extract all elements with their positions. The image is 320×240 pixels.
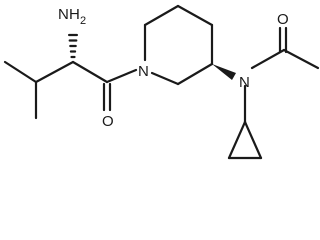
piperidine-ring xyxy=(143,4,214,86)
amine-hydrogen-count: 2 xyxy=(80,15,86,27)
atom-label-ring-nitrogen: N xyxy=(138,63,149,80)
bold-wedge-bond xyxy=(212,64,236,80)
atom-label-oxygen-right: O xyxy=(277,11,289,28)
hashed-wedge-bond xyxy=(67,33,79,59)
cyclopropyl-ring xyxy=(227,120,263,160)
bond-n-acetyl xyxy=(250,48,286,70)
atom-label-oxygen-left: O xyxy=(102,113,114,130)
bond-alpha-carbonyl xyxy=(71,60,109,84)
bond-acetyl-methyl xyxy=(282,48,320,70)
atom-label-amide-nitrogen: N xyxy=(239,74,250,91)
chemical-structure: N H 2 O N N O xyxy=(3,4,320,160)
bond-isopropyl-alpha xyxy=(34,60,75,84)
bond-carbonyl-ring-n xyxy=(105,68,138,84)
bond-methyl-left xyxy=(3,60,38,84)
atom-label-nh2: N H 2 xyxy=(58,6,86,27)
amine-nitrogen-label: N xyxy=(58,6,69,23)
amine-hydrogen-label: H xyxy=(69,6,80,23)
